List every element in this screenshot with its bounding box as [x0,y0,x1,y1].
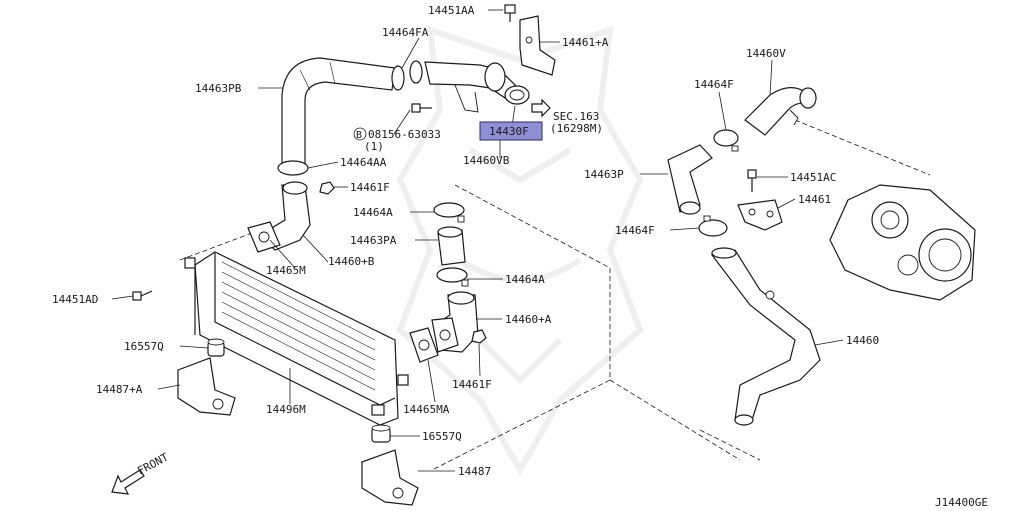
label-14461F-top: 14461F [350,181,390,194]
label-14460B: 14460+B [328,255,375,268]
bolt-symbol-circle [353,127,367,141]
clamp-14464FA [391,60,423,91]
pipe-14460A [431,291,479,353]
label-16557Q-left: 16557Q [124,340,164,353]
label-08156-qty: (1) [364,140,384,153]
label-14461F-bottom: 14461F [452,378,492,391]
bracket-14487A [177,357,236,416]
label-14460VB: 14460VB [463,154,510,167]
bracket-14461A [519,15,556,76]
hose-14463P [667,144,713,215]
label-14460A: 14460+A [505,313,552,326]
label-14460V: 14460V [746,47,786,60]
pipe-14460 [710,247,821,426]
intercooler-14496M [184,251,409,426]
label-14465MA: 14465MA [403,403,450,416]
hose-14463PA [437,226,466,266]
label-14465M: 14465M [266,264,306,277]
bolt-14451AA [504,4,516,22]
label-14463P: 14463P [584,168,624,181]
label-14451AA: 14451AA [428,4,475,17]
gasket-14465MA [409,327,439,363]
bracket-14461 [737,199,783,231]
label-14451AD: 14451AD [52,293,98,306]
label-front: FRONT [135,450,171,477]
label-14461A-top: 14461+A [562,36,609,49]
label-14464AA: 14464AA [340,156,387,169]
nut-14461F-top [319,181,335,195]
label-14461: 14461 [798,193,831,206]
label-14463PB: 14463PB [195,82,242,95]
arrow-right-icon [531,98,551,118]
leader-lines [111,9,844,472]
label-14487: 14487 [458,465,491,478]
label-sec163-ref: (16298M) [550,122,603,135]
watermark-emblem [396,25,644,477]
hose-14460V [744,87,817,136]
label-16557Q-bottom: 16557Q [422,430,462,443]
label-14464F-top: 14464F [694,78,734,91]
bolt-symbol-letter: B [356,130,362,141]
label-14464A-top: 14464A [353,206,393,219]
nut-14461F-bottom [471,329,487,344]
clamp-14430F [504,85,530,105]
mount-16557Q-left [207,338,225,357]
label-14464A-bottom: 14464A [505,273,545,286]
clamp-14464A-bottom [436,267,469,287]
label-14464FA: 14464FA [382,26,429,39]
diagram-code: J14400GE [935,496,988,509]
label-14460: 14460 [846,334,879,347]
pipe-14460B [247,181,311,253]
label-14430F: 14430F [489,125,529,138]
dashed-group-right [609,119,931,461]
bolt-14451AD [132,290,153,301]
label-sec163: SEC.163 [553,110,599,123]
label-14464F-mid: 14464F [615,224,655,237]
clamp-14464F-mid [698,215,728,237]
turbocharger [829,184,976,301]
mount-16557Q-bottom [371,424,391,443]
bracket-14487 [361,449,419,506]
bolt-14451AC [747,169,757,192]
label-14496M: 14496M [266,403,306,416]
label-14463PA: 14463PA [350,234,397,247]
arrow-down-left-icon [111,469,145,495]
highlight-box-14430F [479,121,543,141]
label-14451AC: 14451AC [790,171,836,184]
label-14487A: 14487+A [96,383,143,396]
clamp-14464A-top [433,202,465,223]
bolt-08156-63033 [411,103,432,113]
clamp-14464AA [277,160,309,176]
dashed-group-left [431,184,611,471]
clamp-14464F-top [713,129,739,152]
label-08156-63033: 08156-63033 [368,128,441,141]
